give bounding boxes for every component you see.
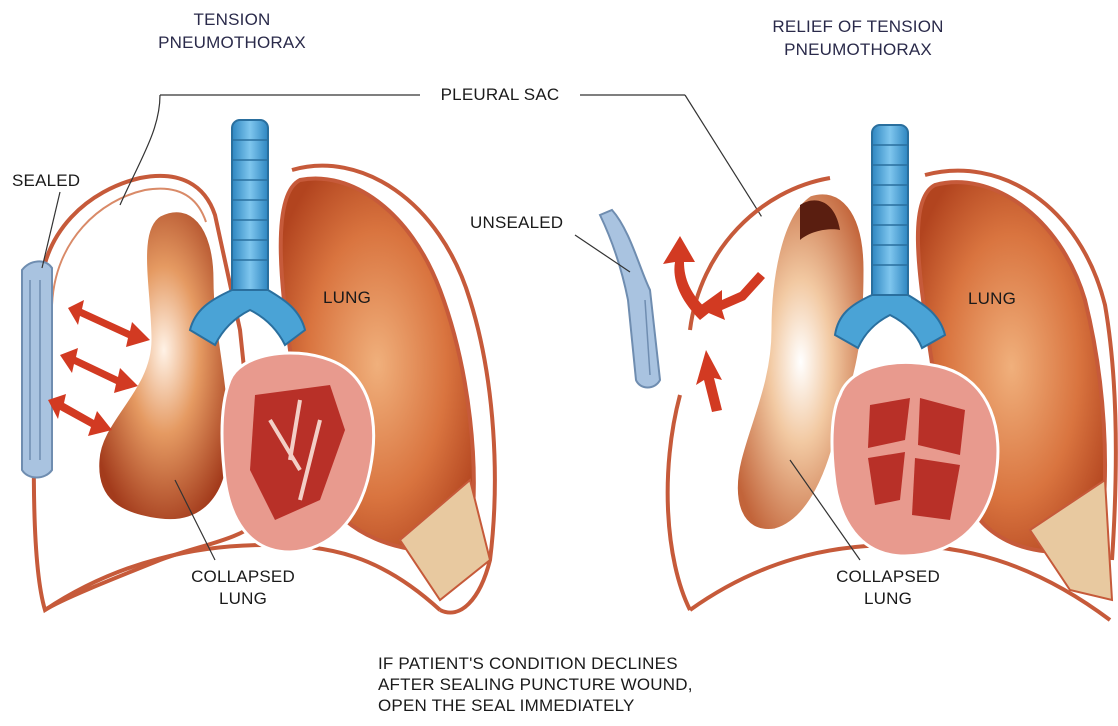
right-label-lung: LUNG <box>968 289 1016 308</box>
label-unsealed: UNSEALED <box>470 213 563 232</box>
right-panel: RELIEF OF TENSION PNEUMOTHORAX UNSEALED … <box>470 17 1116 620</box>
caption-line3: OPEN THE SEAL IMMEDIATELY <box>378 696 635 715</box>
left-title-line1: TENSION <box>194 10 271 29</box>
left-label-collapsed-line1: COLLAPSED <box>191 567 295 586</box>
left-panel: TENSION PNEUMOTHORAX SEALED LUNG COLLAPS… <box>12 10 495 613</box>
caption-line2: AFTER SEALING PUNCTURE WOUND, <box>378 675 693 694</box>
pleural-sac-callout: PLEURAL SAC <box>120 85 770 230</box>
caption: IF PATIENT'S CONDITION DECLINES AFTER SE… <box>378 654 693 715</box>
right-title-line1: RELIEF OF TENSION <box>772 17 943 36</box>
right-heart <box>832 362 998 556</box>
label-pleural-sac: PLEURAL SAC <box>441 85 560 104</box>
left-label-collapsed-line2: LUNG <box>219 589 267 608</box>
left-label-lung: LUNG <box>323 288 371 307</box>
right-label-collapsed-line2: LUNG <box>864 589 912 608</box>
left-title-line2: PNEUMOTHORAX <box>158 33 306 52</box>
left-seal-patch <box>22 261 52 477</box>
right-title-line2: PNEUMOTHORAX <box>784 40 932 59</box>
label-sealed: SEALED <box>12 171 80 190</box>
caption-line1: IF PATIENT'S CONDITION DECLINES <box>378 654 678 673</box>
right-label-collapsed-line1: COLLAPSED <box>836 567 940 586</box>
right-unsealed-flap <box>600 210 660 388</box>
